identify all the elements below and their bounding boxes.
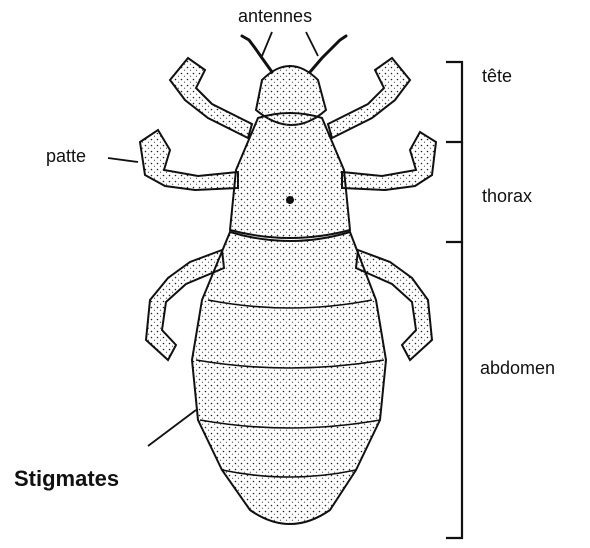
- label-tete: tête: [482, 66, 512, 87]
- label-stigmates: Stigmates: [14, 466, 119, 492]
- leg-mid-right: [342, 132, 436, 190]
- label-abdomen: abdomen: [480, 358, 555, 379]
- leg-front-right: [328, 58, 410, 138]
- label-antennes: antennes: [238, 6, 312, 27]
- body-region-brackets: [446, 62, 462, 538]
- leader-antennes-right: [306, 32, 318, 56]
- leader-stigmates: [148, 410, 196, 446]
- label-thorax: thorax: [482, 186, 532, 207]
- leg-front-left: [170, 58, 252, 138]
- label-patte: patte: [46, 146, 86, 167]
- abdomen: [192, 232, 386, 524]
- bracket-abdomen: [446, 242, 462, 538]
- bracket-tete: [446, 62, 462, 142]
- bracket-thorax: [446, 142, 462, 242]
- leader-patte: [108, 158, 138, 162]
- antenna-right: [310, 36, 346, 72]
- leader-antennes-left: [262, 32, 272, 56]
- thorax-spot: [286, 196, 294, 204]
- leg-mid-left: [140, 130, 238, 190]
